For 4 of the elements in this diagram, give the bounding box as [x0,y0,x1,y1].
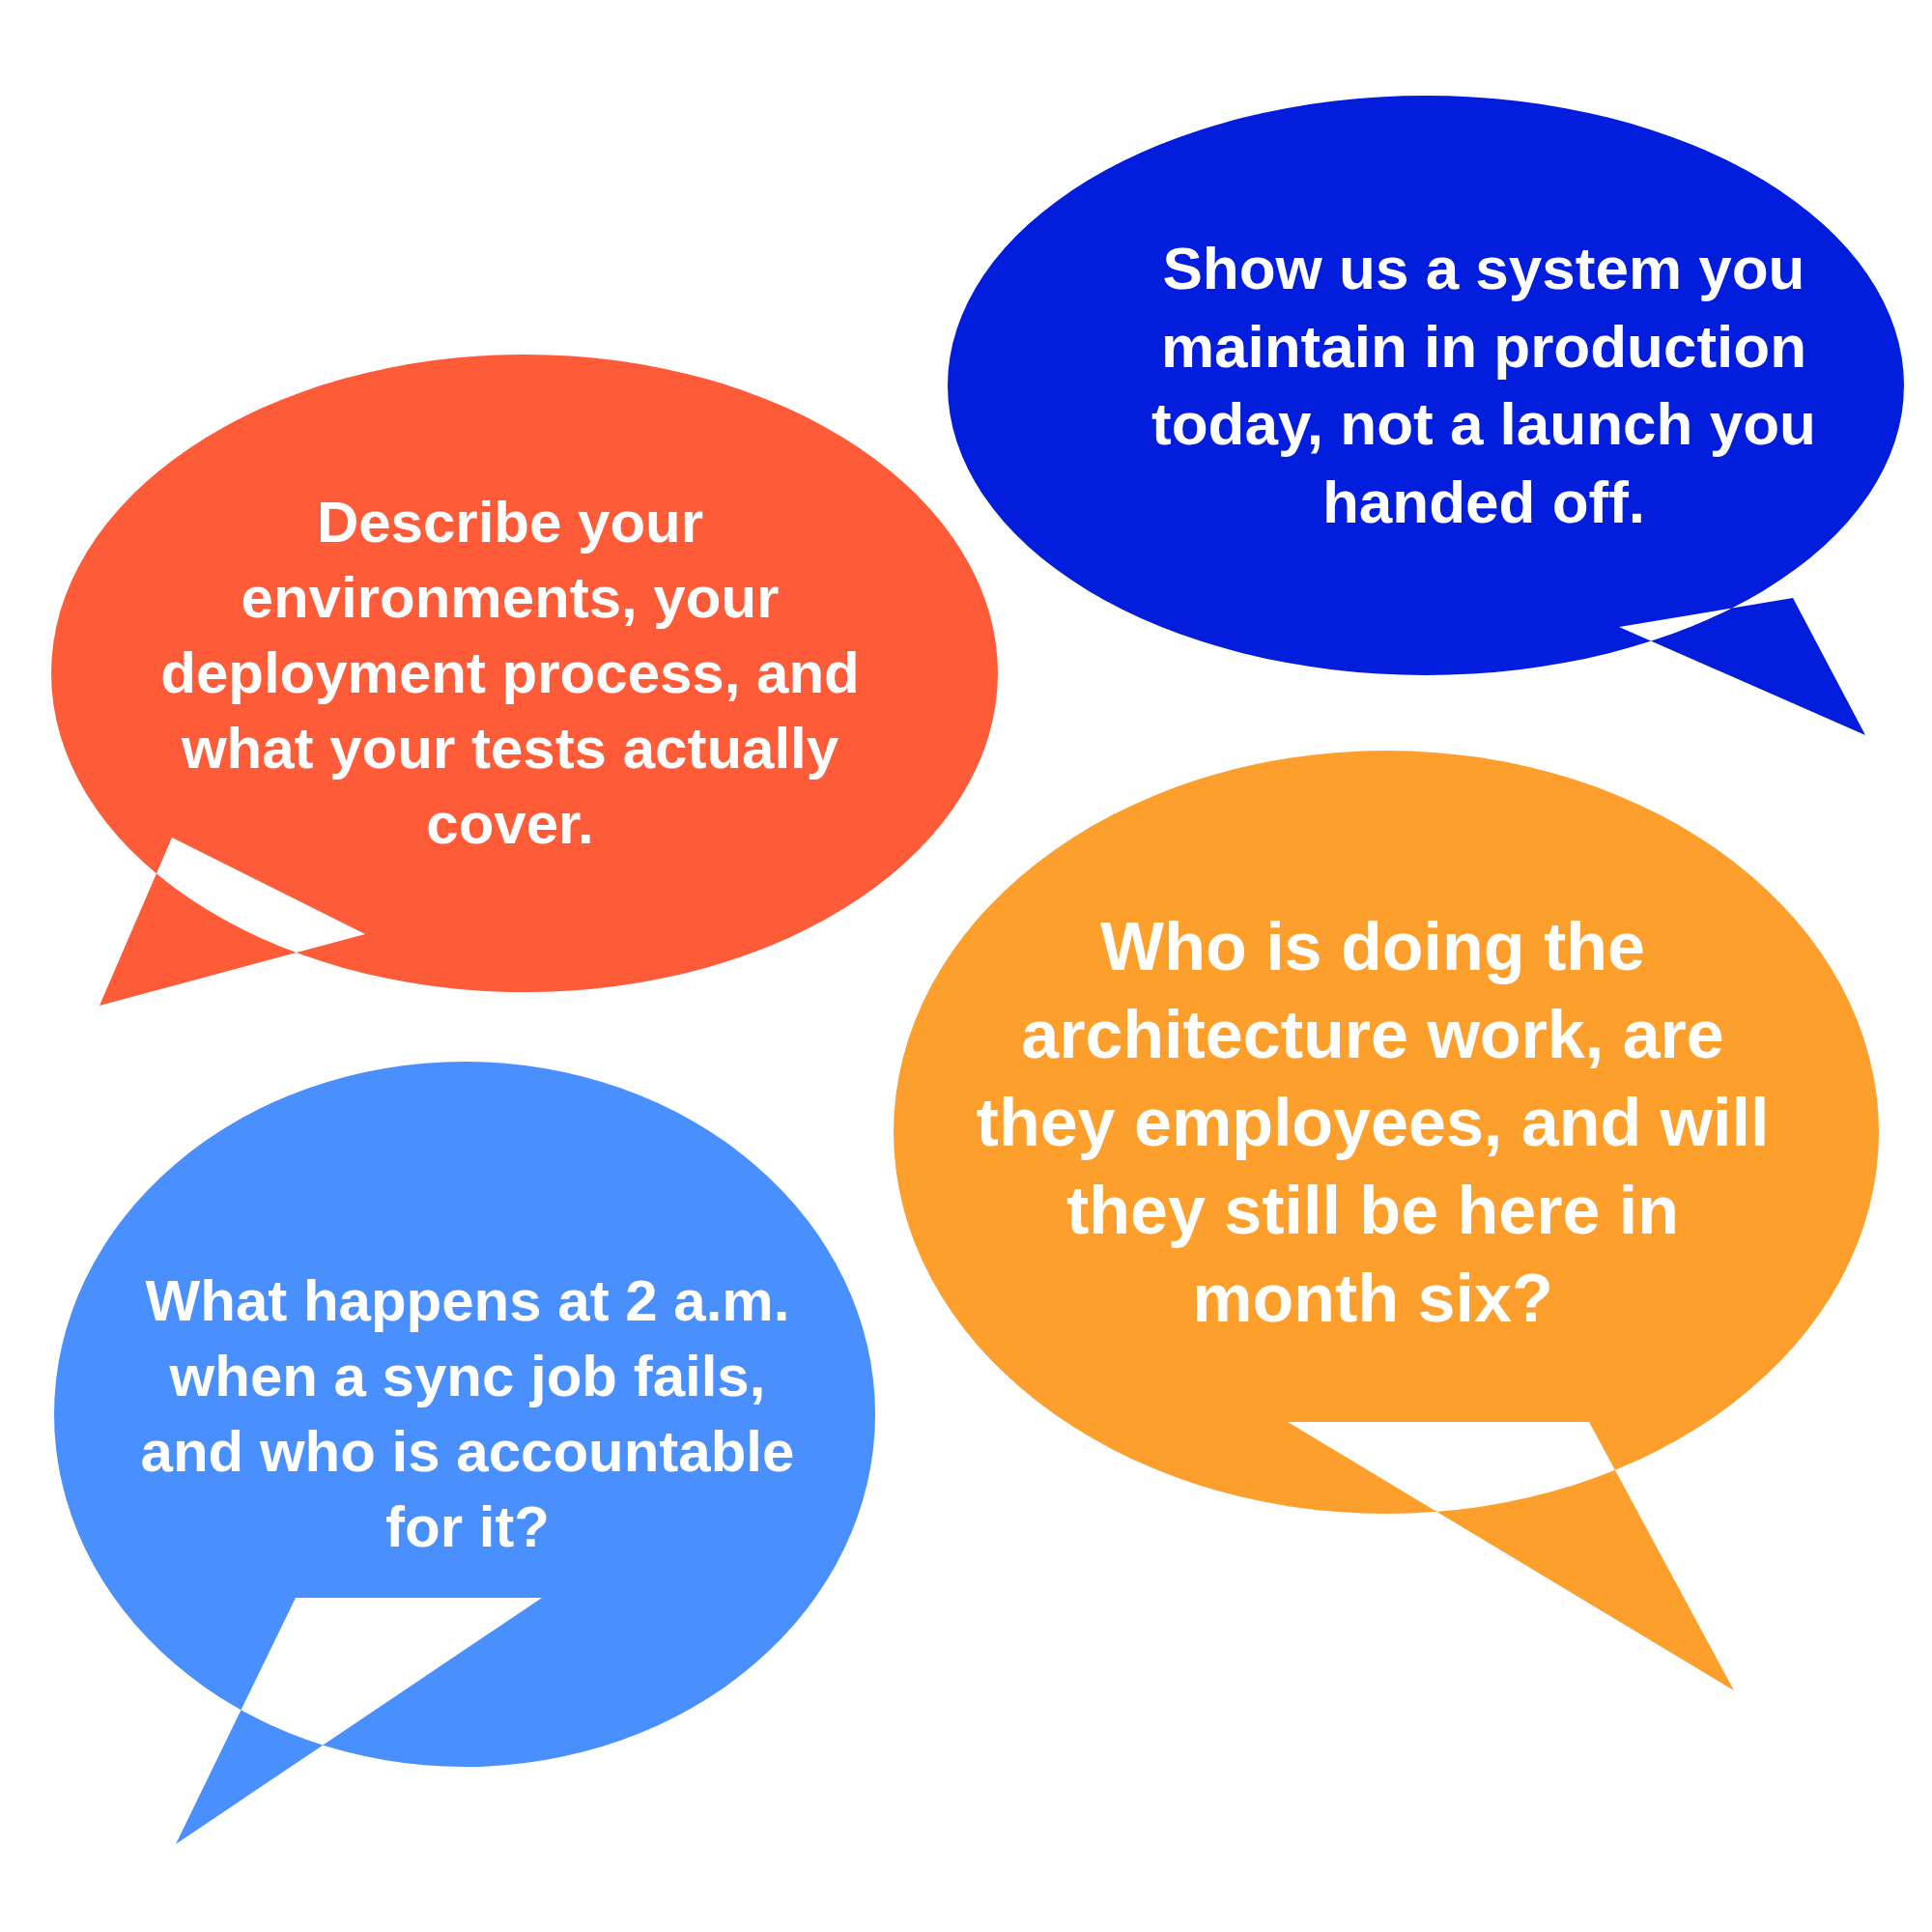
question-text: What happens at 2 a.m. when a sync job fails, and who is accountable for it? [139,1267,796,1561]
question-text: Describe your environments, your deployment process, and what your tests actually cover. [159,489,861,858]
question-text: Show us a system you maintain in production today, not a launch you handed off. [1151,233,1817,537]
question-text: Who is doing the architecture work, are they employees, and will they still be here in month six? [975,907,1771,1338]
